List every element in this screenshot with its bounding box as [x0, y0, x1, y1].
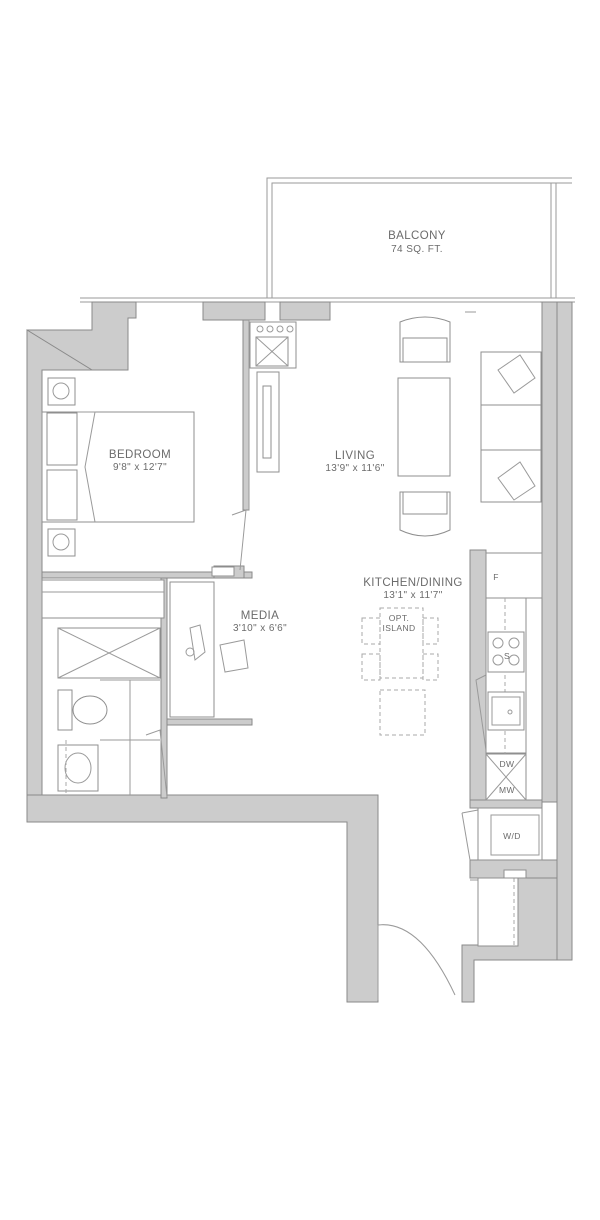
microwave-label: MW — [499, 785, 515, 795]
balcony-outline — [80, 177, 575, 303]
bathroom-fixtures — [57, 627, 161, 795]
media-name: MEDIA — [241, 610, 279, 622]
balcony-dims: 74 SQ. FT. — [391, 244, 443, 255]
kitchen-fixtures — [361, 552, 543, 947]
fridge-label: F — [493, 572, 499, 582]
labels: BALCONY 74 SQ. FT. BEDROOM 9'8" x 12'7" … — [109, 230, 521, 841]
island-label-line1: OPT. — [389, 613, 410, 623]
island-label-line2: ISLAND — [382, 623, 415, 633]
living-dims: 13'9" x 11'6" — [325, 463, 384, 474]
media-furniture — [169, 581, 249, 718]
interior-walls — [41, 319, 558, 879]
living-furniture — [249, 311, 542, 537]
bedroom-name: BEDROOM — [109, 449, 171, 461]
washer-dryer-label: W/D — [503, 831, 521, 841]
balcony-name: BALCONY — [388, 230, 446, 242]
bedroom-furniture — [41, 377, 195, 619]
kitchen-dining-name: KITCHEN/DINING — [363, 577, 463, 589]
bedroom-dims: 9'8" x 12'7" — [113, 462, 167, 473]
dishwasher-label: DW — [500, 759, 515, 769]
living-name: LIVING — [335, 450, 375, 462]
kitchen-dining-dims: 13'1" x 11'7" — [383, 590, 442, 601]
media-dims: 3'10" x 6'6" — [233, 623, 287, 634]
exterior-walls — [26, 301, 573, 1003]
sink-mark-label: S — [504, 651, 510, 661]
